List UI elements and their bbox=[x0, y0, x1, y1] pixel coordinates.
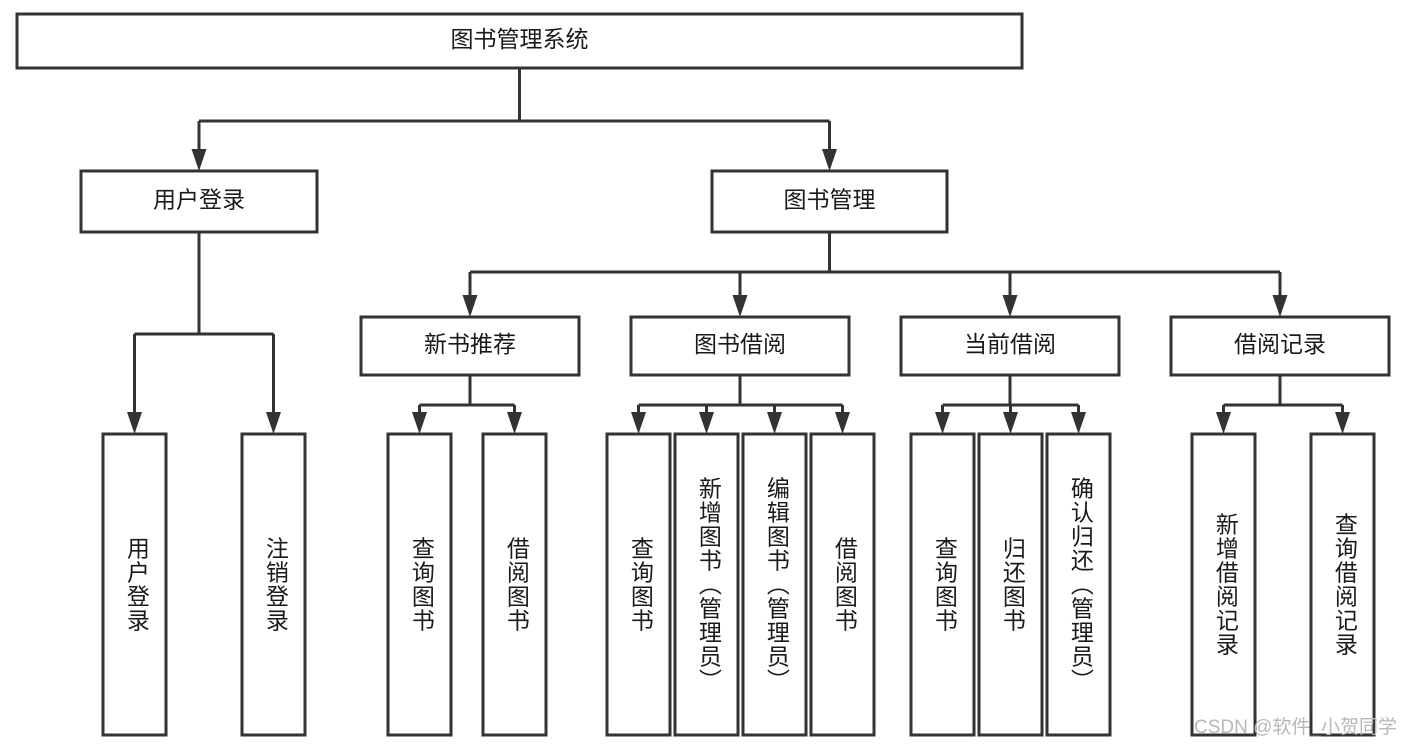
arrow-head-icon bbox=[699, 412, 714, 434]
node-l3_3[interactable]: 借阅记录 bbox=[1169, 315, 1391, 377]
node-leaf_6[interactable]: 编辑图书（管理员） bbox=[741, 432, 808, 737]
node-label: 借阅记录 bbox=[1234, 331, 1326, 357]
node-box bbox=[605, 432, 672, 737]
node-box bbox=[1309, 432, 1376, 737]
node-box bbox=[809, 432, 876, 737]
node-label: 借阅图书 bbox=[503, 537, 530, 633]
node-box bbox=[977, 432, 1044, 737]
arrow-head-icon bbox=[732, 295, 748, 317]
node-box bbox=[710, 169, 949, 234]
node-label: 图书管理 bbox=[784, 187, 876, 213]
arrow-head-icon bbox=[835, 412, 850, 434]
arrow-head-icon bbox=[462, 295, 478, 317]
arrow-head-icon bbox=[935, 412, 950, 434]
node-label: 查询图书 bbox=[408, 537, 435, 633]
arrow-head-icon bbox=[1335, 412, 1350, 434]
node-label: 用户登录 bbox=[153, 187, 245, 213]
node-box bbox=[359, 315, 581, 377]
node-label: 新书推荐 bbox=[424, 331, 516, 357]
node-box bbox=[79, 169, 319, 234]
arrow-head-icon bbox=[191, 149, 207, 171]
node-leaf_3[interactable]: 借阅图书 bbox=[481, 432, 548, 737]
node-label: 查询图书 bbox=[627, 537, 654, 633]
node-l2_1[interactable]: 图书管理 bbox=[710, 169, 949, 234]
node-box bbox=[1190, 432, 1257, 737]
arrow-head-icon bbox=[127, 412, 142, 434]
node-label: 确认归还（管理员） bbox=[1067, 477, 1094, 693]
node-box bbox=[1045, 432, 1112, 737]
node-leaf_5[interactable]: 新增图书（管理员） bbox=[673, 432, 740, 737]
node-label: 用户登录 bbox=[123, 537, 150, 633]
watermark-label: CSDN @软件_小贺同学 bbox=[1194, 717, 1397, 738]
arrow-head-icon bbox=[631, 412, 646, 434]
arrow-head-icon bbox=[412, 412, 427, 434]
node-label: 归还图书 bbox=[999, 537, 1026, 633]
node-leaf_9[interactable]: 归还图书 bbox=[977, 432, 1044, 737]
node-leaf_10[interactable]: 确认归还（管理员） bbox=[1045, 432, 1112, 737]
node-box bbox=[15, 12, 1024, 70]
node-leaf_7[interactable]: 借阅图书 bbox=[809, 432, 876, 737]
node-l2_0[interactable]: 用户登录 bbox=[79, 169, 319, 234]
arrow-head-icon bbox=[1216, 412, 1231, 434]
node-label: 注销登录 bbox=[262, 537, 289, 633]
node-box bbox=[909, 432, 976, 737]
node-l3_1[interactable]: 图书借阅 bbox=[629, 315, 851, 377]
arrow-head-icon bbox=[822, 149, 837, 171]
node-label: 当前借阅 bbox=[964, 331, 1056, 357]
node-box bbox=[101, 432, 168, 737]
node-box bbox=[240, 432, 307, 737]
node-leaf_2[interactable]: 查询图书 bbox=[386, 432, 453, 737]
node-leaf_4[interactable]: 查询图书 bbox=[605, 432, 672, 737]
node-box bbox=[386, 432, 453, 737]
node-l3_0[interactable]: 新书推荐 bbox=[359, 315, 581, 377]
arrow-head-icon bbox=[1003, 412, 1018, 434]
arrow-head-icon bbox=[1002, 295, 1018, 317]
node-box bbox=[741, 432, 808, 737]
node-box bbox=[481, 432, 548, 737]
node-label: 查询图书 bbox=[931, 537, 958, 633]
node-root[interactable]: 图书管理系统 bbox=[15, 12, 1024, 70]
node-leaf_12[interactable]: 查询借阅记录 bbox=[1309, 432, 1376, 737]
node-label: 新增图书（管理员） bbox=[695, 477, 722, 693]
node-box bbox=[673, 432, 740, 737]
node-leaf_0[interactable]: 用户登录 bbox=[101, 432, 168, 737]
arrow-head-icon bbox=[507, 412, 522, 434]
arrow-head-icon bbox=[1071, 412, 1086, 434]
node-l3_2[interactable]: 当前借阅 bbox=[899, 315, 1121, 377]
node-label: 查询借阅记录 bbox=[1331, 513, 1358, 657]
node-label: 图书借阅 bbox=[694, 331, 786, 357]
arrow-head-icon bbox=[767, 412, 782, 434]
node-box bbox=[629, 315, 851, 377]
connector-layer bbox=[127, 68, 1350, 434]
node-leaf_8[interactable]: 查询图书 bbox=[909, 432, 976, 737]
arrow-head-icon bbox=[1272, 295, 1288, 317]
node-label: 借阅图书 bbox=[831, 537, 858, 633]
node-layer: 图书管理系统用户登录图书管理新书推荐图书借阅当前借阅借阅记录用户登录注销登录查询… bbox=[15, 12, 1391, 737]
arrow-head-icon bbox=[266, 412, 281, 434]
node-label: 图书管理系统 bbox=[451, 26, 589, 52]
node-label: 编辑图书（管理员） bbox=[763, 477, 790, 693]
node-box bbox=[1169, 315, 1391, 377]
node-leaf_11[interactable]: 新增借阅记录 bbox=[1190, 432, 1257, 737]
node-leaf_1[interactable]: 注销登录 bbox=[240, 432, 307, 737]
node-label: 新增借阅记录 bbox=[1212, 513, 1239, 657]
node-box bbox=[899, 315, 1121, 377]
